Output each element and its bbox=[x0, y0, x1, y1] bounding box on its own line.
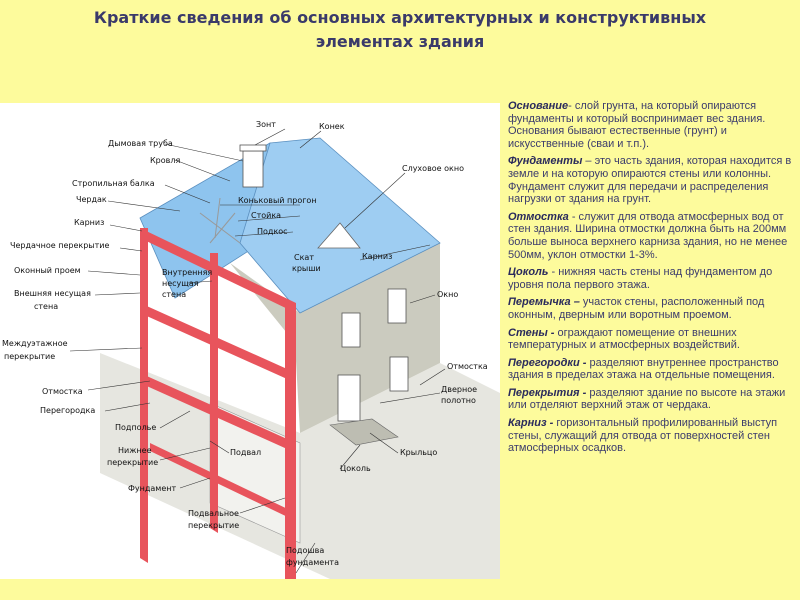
definition-osnovanie: Основание- слой грунта, на который опира… bbox=[508, 100, 792, 150]
label-cherdak: Чердак bbox=[76, 195, 107, 204]
label-skat-1: Скат bbox=[294, 253, 314, 262]
rafter-strut-1 bbox=[199, 212, 241, 244]
label-vn-nes-1: Внутренняя bbox=[162, 268, 212, 277]
term: Стены - bbox=[508, 326, 555, 339]
label-skat-2: крыши bbox=[292, 264, 321, 273]
chimney-cap bbox=[239, 144, 267, 152]
dormer-window bbox=[317, 222, 361, 249]
label-podval-per-2: перекрытие bbox=[188, 521, 239, 530]
facade-wall bbox=[230, 243, 440, 433]
label-fundament: Фундамент bbox=[128, 484, 176, 493]
title-line-1: Краткие сведения об основных архитектурн… bbox=[93, 8, 707, 27]
term: Фундаменты bbox=[508, 155, 583, 168]
label-okonnyi-proem: Оконный проем bbox=[14, 266, 81, 275]
window-upper-2 bbox=[387, 288, 407, 324]
label-mezh-2: перекрытие bbox=[4, 352, 55, 361]
term: Перемычка – bbox=[508, 296, 580, 309]
ridge-purlin bbox=[214, 197, 221, 239]
building-illustration: Зонт Конек Дымовая труба Кровля Слуховое… bbox=[2, 120, 500, 579]
label-peregorodka: Перегородка bbox=[40, 406, 95, 415]
label-krovlya: Кровля bbox=[150, 156, 180, 165]
label-cherdachnoe: Чердачное перекрытие bbox=[10, 241, 109, 250]
definition-tsokol: Цоколь - нижняя часть стены над фундамен… bbox=[508, 266, 792, 291]
label-stropilnaya-balka: Стропильная балка bbox=[72, 179, 155, 188]
term: Основание bbox=[508, 100, 569, 112]
label-vn-nes-3: стена bbox=[162, 290, 186, 299]
label-stoyka: Стойка bbox=[251, 211, 281, 220]
definition-text: – это часть здания, которая находится в … bbox=[508, 155, 792, 206]
slide-title: Краткие сведения об основных архитектурн… bbox=[40, 6, 760, 54]
definition-text: участок стены, расположенный под оконным… bbox=[508, 296, 765, 321]
label-konek: Конек bbox=[319, 122, 345, 131]
definition-text: разделяют здание по высоте на этажи или … bbox=[508, 386, 786, 412]
definition-fundamenty: Фундаменты – это часть здания, которая н… bbox=[508, 155, 792, 205]
definition-peregorodki: Перегородки - разделяют внутреннее прост… bbox=[508, 357, 792, 382]
rafter-strut-2 bbox=[209, 212, 236, 244]
label-podpolye: Подполье bbox=[115, 423, 156, 432]
window-upper-1 bbox=[341, 312, 361, 348]
definition-steny: Стены - ограждают помещение от внешних т… bbox=[508, 327, 792, 352]
definition-text: ограждают помещение от внешних температу… bbox=[508, 326, 740, 352]
label-dvernoe-1: Дверное bbox=[441, 385, 477, 394]
term: Перегородки - bbox=[508, 356, 587, 369]
label-kryltso: Крыльцо bbox=[400, 448, 437, 457]
label-zont: Зонт bbox=[256, 120, 276, 129]
label-vneshn-2: стена bbox=[34, 302, 58, 311]
definition-text: горизонтальный профилированный выступ ст… bbox=[508, 417, 778, 455]
label-karniz-left: Карниз bbox=[74, 218, 104, 227]
wall-section bbox=[140, 228, 296, 579]
term: Перекрытия - bbox=[508, 386, 587, 399]
building-diagram: Зонт Конек Дымовая труба Кровля Слуховое… bbox=[0, 103, 500, 579]
definition-text: - слой грунта, на который опираются фунд… bbox=[508, 100, 766, 150]
label-dymovaya-truba: Дымовая труба bbox=[108, 139, 173, 148]
label-slukhovoe-okno: Слуховое окно bbox=[402, 164, 464, 173]
definitions-list: Основание- слой грунта, на который опира… bbox=[508, 100, 792, 460]
label-vneshn-1: Внешняя несущая bbox=[14, 289, 91, 298]
chimney bbox=[242, 150, 264, 188]
term: Карниз - bbox=[508, 417, 554, 430]
label-vn-nes-2: несущая bbox=[162, 279, 199, 288]
label-tsokol: Цоколь bbox=[340, 464, 371, 473]
entry-door bbox=[337, 374, 361, 422]
definition-peremychka: Перемычка – участок стены, расположенный… bbox=[508, 296, 792, 321]
label-otmostka-left: Отмостка bbox=[42, 387, 83, 396]
label-podoshva-1: Подошва bbox=[286, 546, 324, 555]
definition-otmostka: Отмостка - служит для отвода атмосферных… bbox=[508, 211, 792, 261]
label-konkovyi-progon: Коньковый прогон bbox=[238, 196, 317, 205]
definition-text: разделяют внутреннее пространство здания… bbox=[508, 356, 779, 382]
label-podval: Подвал bbox=[230, 448, 261, 457]
definition-text: - служит для отвода атмосферных вод от с… bbox=[508, 210, 788, 261]
label-okno: Окно bbox=[437, 290, 458, 299]
window-lower-2 bbox=[389, 356, 409, 392]
label-karniz-right: Карниз bbox=[362, 252, 392, 261]
definition-karniz: Карниз - горизонтальный профилированный … bbox=[508, 417, 792, 455]
label-otmostka-right: Отмостка bbox=[447, 362, 488, 371]
label-mezh-1: Междуэтажное bbox=[2, 339, 68, 348]
label-podkos: Подкос bbox=[257, 227, 288, 236]
label-nizhnee-2: перекрытие bbox=[107, 458, 158, 467]
leader-lines bbox=[69, 128, 446, 574]
label-dvernoe-2: полотно bbox=[441, 396, 476, 405]
title-line-2: элементах здания bbox=[315, 32, 485, 51]
label-nizhnee-1: Нижнее bbox=[118, 446, 152, 455]
porch-steps bbox=[329, 418, 399, 446]
label-podoshva-2: фундамента bbox=[286, 558, 339, 567]
term: Цоколь bbox=[508, 266, 549, 279]
label-podval-per-1: Подвальное bbox=[188, 509, 239, 518]
definition-perekrytiya: Перекрытия - разделяют здание по высоте … bbox=[508, 387, 792, 412]
term: Отмостка bbox=[508, 210, 569, 223]
definition-text: - нижняя часть стены над фундаментом до … bbox=[508, 266, 773, 291]
